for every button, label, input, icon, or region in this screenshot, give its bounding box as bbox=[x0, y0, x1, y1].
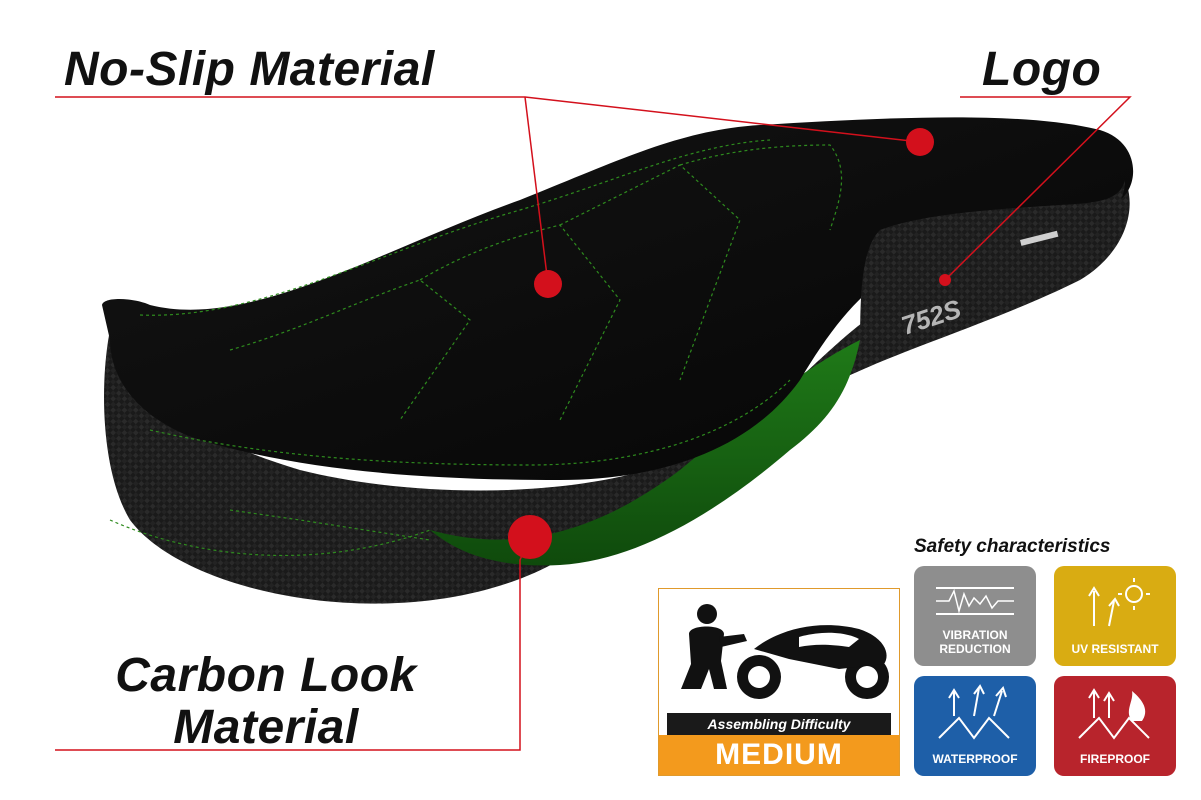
carbon-look-material-label: Carbon Look Material bbox=[86, 650, 446, 754]
uv-resistant-tile: UV RESISTANT bbox=[1054, 566, 1176, 666]
callout-dot-no-slip-front bbox=[534, 270, 562, 298]
safety-characteristics-title: Safety characteristics bbox=[914, 536, 1111, 557]
seat-green-panel bbox=[430, 340, 860, 566]
uv-resistant-text: UV RESISTANT bbox=[1071, 642, 1159, 656]
carbon-label-line2: Material bbox=[173, 701, 359, 754]
difficulty-level: MEDIUM bbox=[659, 735, 899, 775]
fireproof-text: FIREPROOF bbox=[1079, 752, 1150, 766]
callout-dot-logo bbox=[939, 274, 951, 286]
water-drops-icon bbox=[938, 684, 1010, 740]
fireproof-tile: FIREPROOF bbox=[1054, 676, 1176, 776]
sun-icon bbox=[1088, 578, 1150, 627]
seat-carbon-side bbox=[104, 170, 1130, 604]
flame-icon bbox=[1078, 688, 1150, 740]
seat-top-surface bbox=[102, 117, 1134, 480]
vibration-reduction-tile: VIBRATION REDUCTION bbox=[914, 566, 1036, 666]
seat-brand-tag bbox=[1019, 230, 1059, 246]
vibration-line1: VIBRATION bbox=[942, 628, 1008, 642]
assembling-difficulty-badge: Assembling Difficulty MEDIUM bbox=[658, 588, 900, 776]
waterproof-tile: WATERPROOF bbox=[914, 676, 1036, 776]
carbon-label-line1: Carbon Look bbox=[115, 649, 417, 702]
no-slip-material-label: No-Slip Material bbox=[64, 43, 435, 96]
vibration-line2: REDUCTION bbox=[939, 642, 1011, 656]
assembling-difficulty-label: Assembling Difficulty bbox=[667, 713, 891, 735]
green-stitching bbox=[109, 139, 843, 557]
seat-rear-carbon-panel bbox=[860, 180, 1125, 360]
vibration-icon bbox=[936, 587, 1014, 615]
callout-dot-no-slip-rear bbox=[906, 128, 934, 156]
mechanic-motorcycle-icon bbox=[681, 604, 889, 699]
callout-dot-carbon bbox=[508, 515, 552, 559]
waterproof-text: WATERPROOF bbox=[932, 752, 1018, 766]
logo-label: Logo bbox=[982, 43, 1102, 96]
